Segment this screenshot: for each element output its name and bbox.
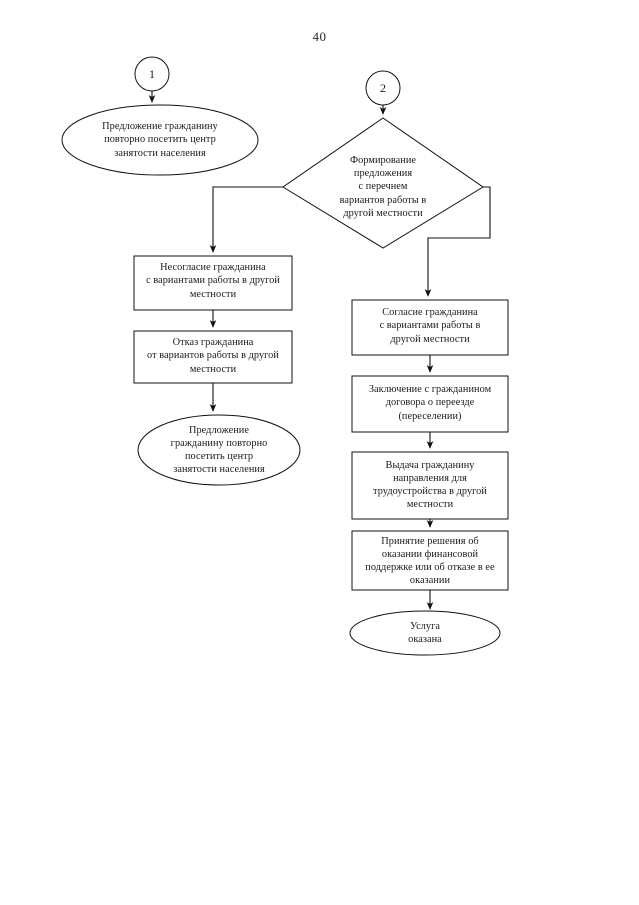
connector-2-text: 2 [380,80,386,95]
box-disagreement [133,255,293,311]
box-refusal [133,330,293,384]
box-decision-support [351,530,509,591]
box-agreement [351,299,509,356]
ellipse-service-rendered [349,610,501,656]
connector-1-text: 1 [149,66,155,81]
arrow-diamond-to-agreement [424,186,491,297]
page-number: 40 [312,29,327,44]
arrow-diamond-to-disagreement [209,186,283,253]
diamond-form-offer [282,117,484,249]
connector-circle-2-label: 2 [366,73,400,103]
box-referral [351,451,509,520]
ellipse-offer-visit-top [61,104,259,176]
connector-circle-1-label: 1 [135,59,169,89]
ellipse-offer-visit-bottom [137,414,301,486]
box-contract [351,375,509,433]
